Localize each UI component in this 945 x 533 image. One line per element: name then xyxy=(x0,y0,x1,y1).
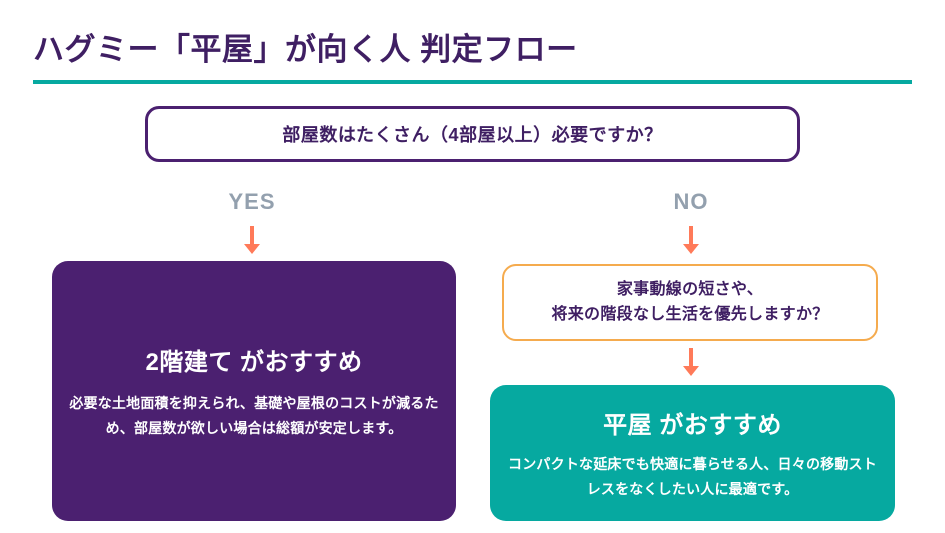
branch-label-no: NO xyxy=(673,189,709,214)
result-body-single-story: コンパクトな延床でも快適に暮らせる人、日々の移動ストレスをなくしたい人に最適です… xyxy=(508,456,877,497)
arrow-down-icon-yes xyxy=(240,226,264,254)
root-question-text: 部屋数はたくさん（4部屋以上）必要ですか？ xyxy=(282,125,663,145)
arrow-down-icon-no xyxy=(679,226,703,254)
result-card-two-story: 2階建て がおすすめ 必要な土地面積を抑えられ、基礎や屋根のコストが減るため、部… xyxy=(52,261,456,521)
arrow-shaft xyxy=(689,348,693,366)
second-question-box: 家事動線の短さや、 将来の階段なし生活を優先しますか？ xyxy=(502,264,878,341)
root-question-box: 部屋数はたくさん（4部屋以上）必要ですか？ xyxy=(145,106,800,162)
result-heading-single-story: 平屋 がおすすめ xyxy=(603,412,782,439)
arrow-down-icon-second xyxy=(679,348,703,376)
result-heading-two-story: 2階建て がおすすめ xyxy=(145,349,363,376)
branch-label-yes: YES xyxy=(228,189,276,214)
arrow-shaft xyxy=(250,226,254,244)
page-title: ハグミー「平屋」が向く人 判定フロー xyxy=(33,32,578,67)
second-question-line-1: 家事動線の短さや、 xyxy=(616,280,764,298)
arrow-shaft xyxy=(689,226,693,244)
arrow-head xyxy=(244,244,260,254)
result-card-single-story: 平屋 がおすすめ コンパクトな延床でも快適に暮らせる人、日々の移動ストレスをなく… xyxy=(490,385,895,521)
second-question-line-2: 将来の階段なし生活を優先しますか？ xyxy=(551,305,829,323)
title-underline-rule xyxy=(33,80,912,84)
arrow-head xyxy=(683,244,699,254)
result-body-two-story: 必要な土地面積を抑えられ、基礎や屋根のコストが減るため、部屋数が欲しい場合は総額… xyxy=(69,395,439,436)
arrow-head xyxy=(683,366,699,376)
